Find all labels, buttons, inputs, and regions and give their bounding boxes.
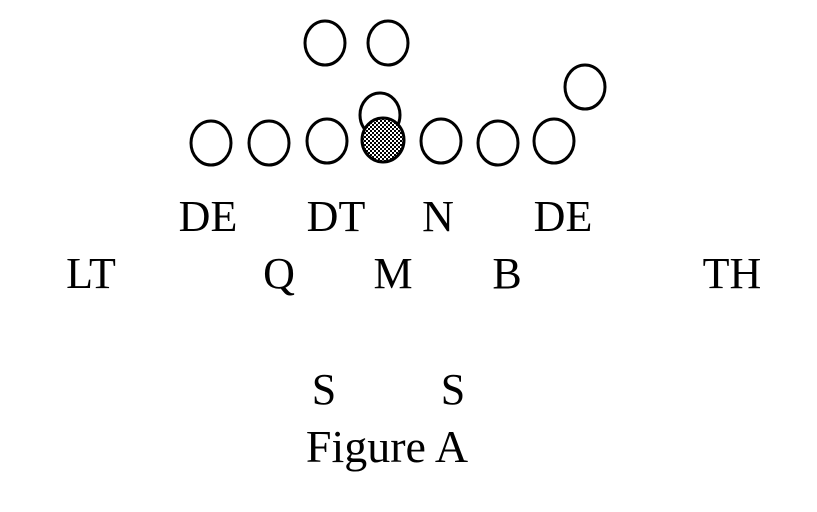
defense-label-de-left: DE [179,192,238,241]
back-player [303,19,347,67]
offense-players [189,19,607,167]
lineman-player [247,119,291,167]
back-player [366,19,410,67]
lineman-player [532,117,576,165]
defense-label-q: Q [263,249,295,298]
defense-label-dt: DT [307,192,366,241]
figure-caption: Figure A [306,421,468,472]
lineman-player [305,117,349,165]
defense-label-n: N [422,192,454,241]
defense-label-m: M [373,249,412,298]
lineman-player [419,117,463,165]
lineman-player [476,119,520,167]
defense-label-s-right: S [441,365,465,414]
center-player [360,116,406,164]
defense-label-b: B [492,249,521,298]
defense-label-th: TH [703,249,762,298]
defense-label-s-left: S [312,365,336,414]
defense-label-de-right: DE [534,192,593,241]
lineman-player [189,119,233,167]
defense-label-lt: LT [66,249,116,298]
defense-labels: DE DT N DE LT Q M B TH S S [66,192,761,414]
back-player [563,63,607,111]
